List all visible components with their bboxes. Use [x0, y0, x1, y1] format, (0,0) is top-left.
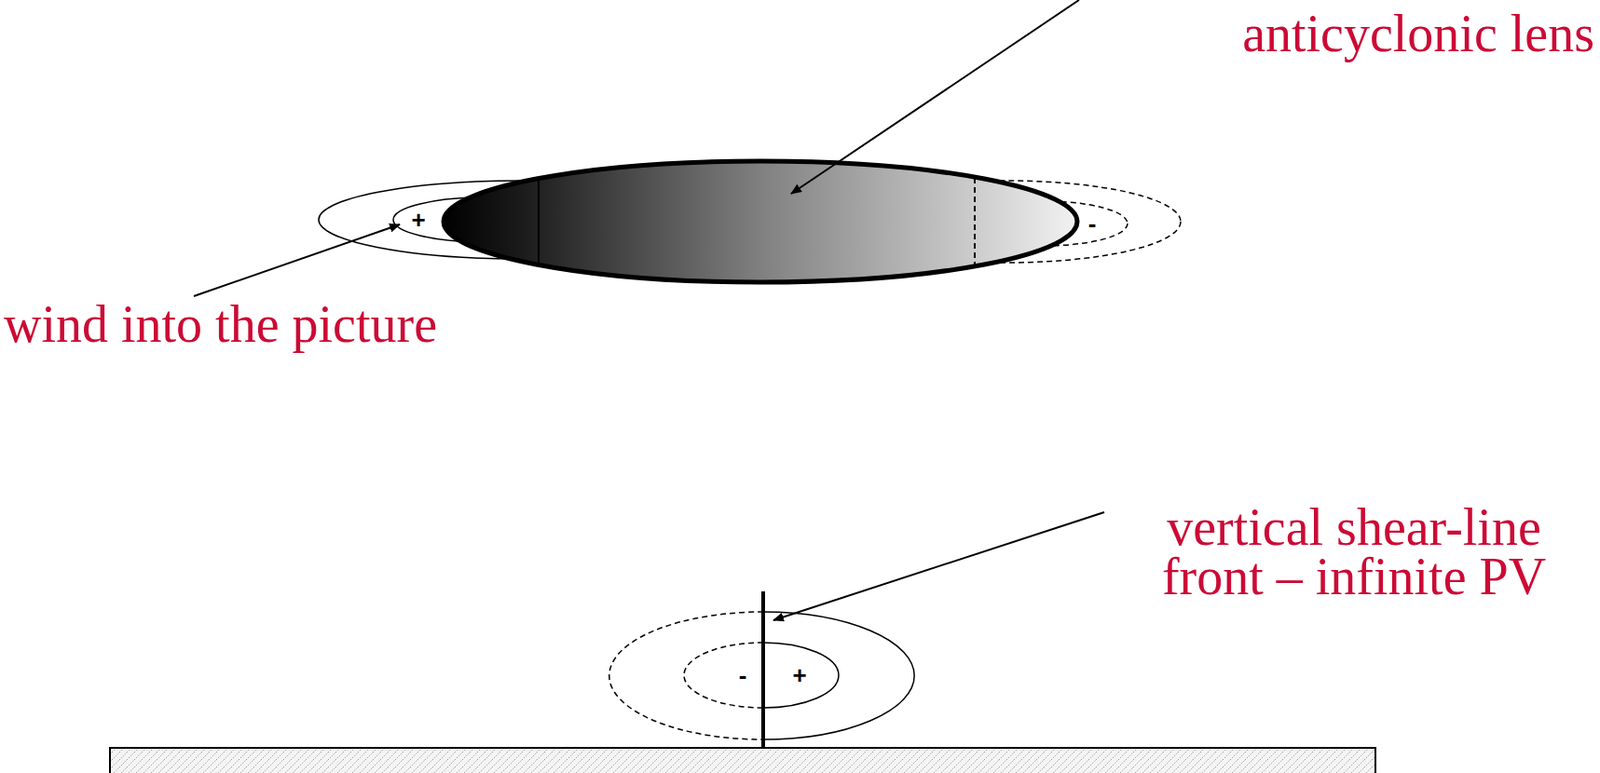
wind-contour [763, 612, 915, 740]
leader-line [773, 512, 1105, 621]
wind-sign: + [410, 207, 425, 233]
callout-label: anticyclonic lens [1242, 9, 1595, 59]
callout-label: vertical shear-line front – infinite PV [1111, 503, 1597, 602]
shear-line-front [761, 591, 766, 749]
ground [109, 748, 1376, 773]
wind-contour [683, 642, 764, 709]
wind-contour [609, 612, 764, 740]
wind-sign: - [1088, 211, 1097, 236]
anticyclonic-lens [443, 161, 1078, 283]
lens-section-line [973, 177, 976, 266]
wind-sign: - [738, 663, 748, 688]
wind-sign: + [792, 663, 807, 688]
callout-label: wind into the picture [3, 300, 438, 350]
leader-line [193, 224, 400, 297]
leader-line [791, 0, 1080, 194]
lens-section-line [537, 179, 540, 264]
wind-contour [763, 642, 839, 709]
